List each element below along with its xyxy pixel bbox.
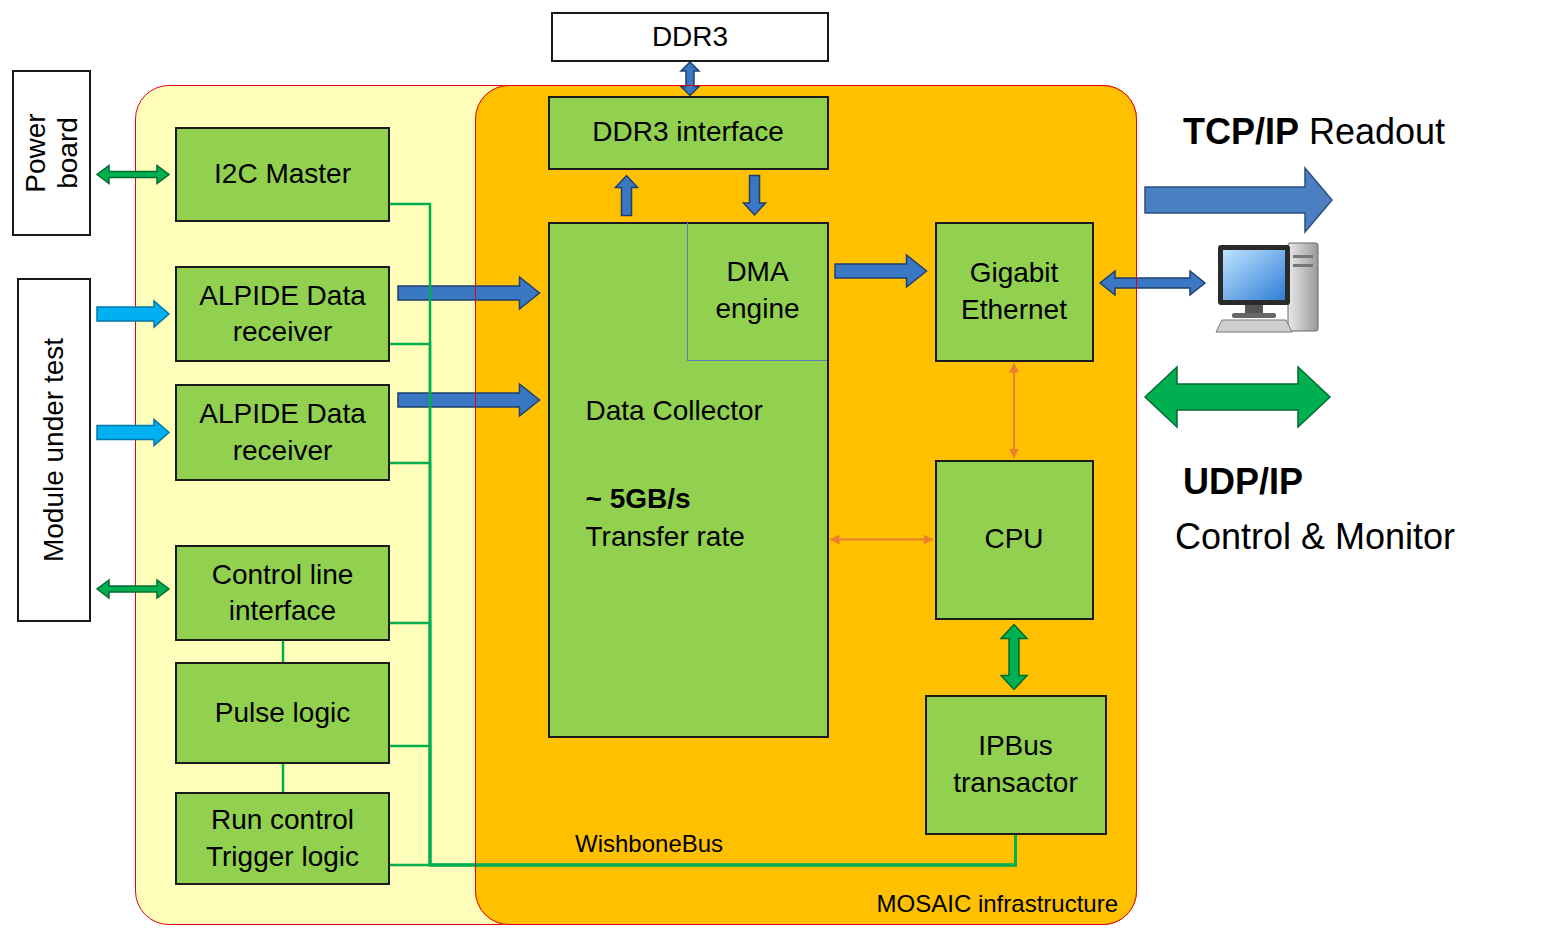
logic-block: ALPIDE Data receiver (175, 266, 390, 362)
bus-line (831, 539, 933, 541)
logic-block: ALPIDE Data receiver (175, 384, 390, 481)
cpu-block: CPU (935, 460, 1094, 620)
computer-icon (1216, 243, 1318, 332)
logic-block: Pulse logic (175, 662, 390, 764)
collector-block: Data Collector ~ 5GB/sTransfer rate DMA en… (548, 222, 829, 738)
bus-line (1013, 364, 1015, 458)
data-arrow (835, 255, 927, 287)
block-note: ~ 5GB/s (586, 480, 827, 518)
data-arrow (97, 580, 169, 598)
block-title: I2C Master (214, 156, 351, 192)
data-arrow (616, 176, 638, 216)
block-title: DDR3 (652, 19, 728, 55)
protocol-label: TCP/IP (1183, 110, 1299, 153)
logic-block: Run control Trigger logic (175, 792, 390, 885)
memory-box: DDR3 (551, 12, 829, 62)
block-title: Run control Trigger logic (185, 802, 380, 875)
block-title: DMA engine (696, 254, 819, 327)
infrastructure-region: MOSAIC infrastructure DDR3 interfaceData … (475, 85, 1137, 925)
bus-line (390, 746, 1016, 865)
protocol-role: Control & Monitor (1175, 515, 1455, 558)
bus-line (390, 204, 1016, 865)
external-board: Power board (12, 70, 91, 236)
block-title: MOSAIC infrastructure (877, 886, 1118, 922)
data-arrow (97, 166, 169, 184)
readout-arrow (1145, 168, 1332, 232)
bus-line (390, 835, 1016, 866)
bus-line (282, 641, 285, 662)
block-note: Transfer rate (586, 518, 827, 556)
protocol-label: UDP/IP (1183, 460, 1303, 503)
dma-block: DMA engine (687, 221, 827, 361)
interface-block: DDR3 interface (548, 96, 829, 170)
block-title: ALPIDE Data receiver (185, 278, 380, 351)
block-title: Pulse logic (215, 695, 350, 731)
data-arrow (398, 384, 540, 416)
block-title: CPU (984, 521, 1043, 557)
block-title: DDR3 interface (592, 114, 783, 150)
block-title: Module under test (38, 284, 70, 616)
block-title: Gigabit Ethernet (945, 255, 1084, 328)
data-arrow (744, 176, 766, 216)
logic-block: Control line interface (175, 545, 390, 641)
data-arrow (398, 277, 540, 309)
external-module: Module under test (17, 278, 91, 622)
bus-label: WishboneBus (575, 830, 723, 859)
transactor-block: IPBus transactor (925, 695, 1107, 835)
block-title: Control line interface (185, 557, 380, 630)
control-arrow (1145, 367, 1330, 427)
logic-block: I2C Master (175, 127, 390, 222)
block-title: ALPIDE Data receiver (185, 396, 380, 469)
protocol-role: Readout (1309, 110, 1445, 153)
data-arrow (97, 420, 169, 446)
data-arrow (1001, 625, 1027, 690)
data-arrow (97, 301, 169, 327)
block-title: IPBus transactor (935, 728, 1097, 801)
block-title: Data Collector (586, 394, 827, 428)
ethernet-link-arrow (1100, 271, 1205, 295)
block-title: Power board (19, 76, 83, 230)
ethernet-block: Gigabit Ethernet (935, 222, 1094, 362)
bus-line (282, 764, 285, 792)
data-arrow (681, 62, 699, 96)
